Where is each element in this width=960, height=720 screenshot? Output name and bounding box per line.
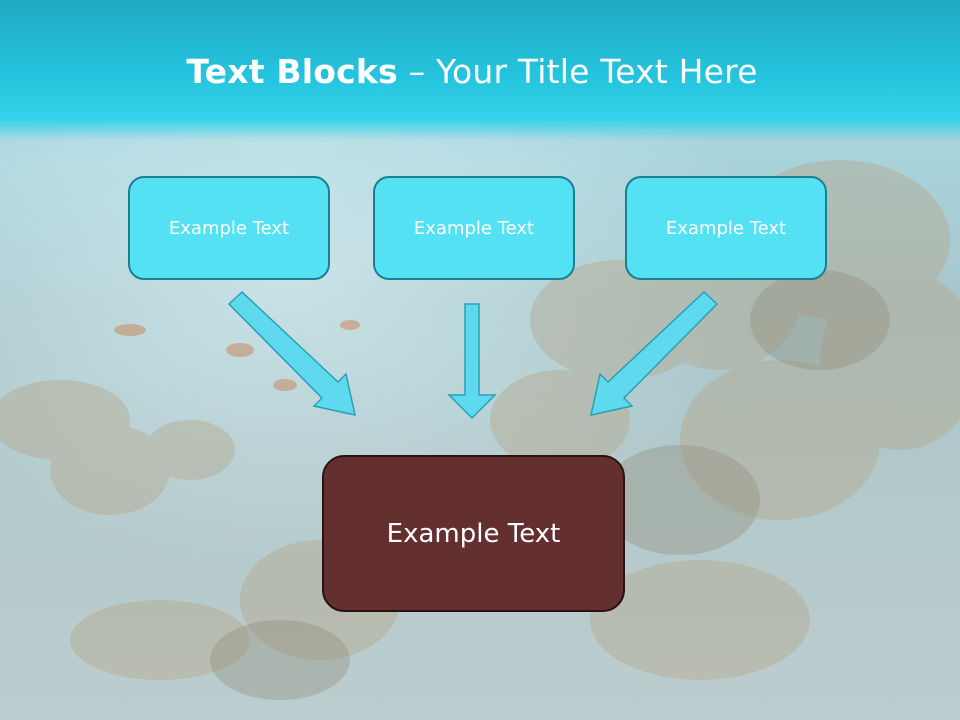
text-block-top-right-label: Example Text xyxy=(665,217,787,239)
text-block-top-left: Example Text xyxy=(128,176,330,280)
arrow-right-diagonal xyxy=(590,290,719,416)
text-block-bottom: Example Text xyxy=(322,455,625,612)
title-bold-part: Text Blocks xyxy=(186,52,398,91)
header-band xyxy=(0,0,960,140)
text-block-top-center: Example Text xyxy=(373,176,575,280)
text-block-bottom-label: Example Text xyxy=(386,518,561,549)
arrow-left-diagonal xyxy=(227,290,356,416)
text-block-top-right: Example Text xyxy=(625,176,827,280)
title-rest: Your Title Text Here xyxy=(435,52,758,91)
title-dash: – xyxy=(397,52,436,91)
slide-title: Text Blocks – Your Title Text Here xyxy=(0,52,944,91)
arrow-center-down xyxy=(447,303,497,420)
text-block-top-left-label: Example Text xyxy=(168,217,290,239)
text-block-top-center-label: Example Text xyxy=(413,217,535,239)
